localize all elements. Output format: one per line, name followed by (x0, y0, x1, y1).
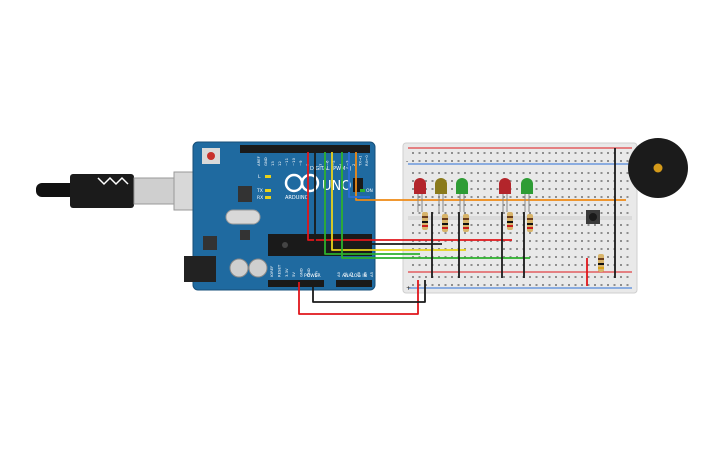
tx-label: TX (256, 188, 263, 194)
pin-label: ~3 (344, 160, 349, 166)
resistor (598, 254, 604, 272)
wires[interactable] (298, 148, 626, 315)
rail-plus-bottom: + (406, 285, 411, 292)
digital-label: DIGITAL (PWM~) (310, 166, 352, 172)
pin-label: 7 (318, 163, 323, 166)
led-4[interactable] (499, 178, 511, 212)
pin-label: GND (306, 268, 311, 277)
pin-label: A1 (343, 271, 348, 277)
resistor (422, 212, 428, 230)
wire-green-1 (324, 152, 420, 255)
pin-label: 2 (351, 163, 356, 166)
pin-label: IOREF (269, 266, 274, 277)
pin-label: A4 (362, 271, 367, 277)
board-brand: ARDUINO (285, 195, 309, 201)
arduino-uno-board[interactable]: UNO ARDUINO DIGITAL (PWM~) POWER ANALOG … (184, 141, 376, 291)
wire-green-2 (341, 152, 530, 259)
pin-label: ~10 (291, 157, 296, 166)
rx-label: RX (257, 195, 263, 201)
pin-label: 13 (270, 161, 275, 166)
resistor (463, 214, 469, 232)
arduino-logo (284, 173, 320, 193)
usb-cable[interactable] (36, 171, 221, 211)
digital-header (240, 145, 370, 153)
pin-label: ~9 (298, 160, 303, 166)
board-model: UNO (322, 179, 351, 194)
wire-red-signal (307, 152, 512, 241)
pin-label: TX→1 (358, 155, 363, 167)
led-group[interactable] (414, 178, 533, 212)
pin-label: 4 (338, 163, 343, 166)
power-jack[interactable] (184, 256, 216, 282)
pin-label: GND (299, 268, 304, 277)
pin-label: A3 (356, 271, 361, 277)
pin-label: ~11 (284, 157, 289, 166)
pin-label: RESET (276, 264, 281, 277)
pin-label: ~5 (331, 160, 336, 166)
pin-label: 12 (277, 161, 282, 166)
led-3[interactable] (456, 178, 468, 212)
wire-orange (355, 152, 626, 201)
pin-label: A0 (336, 271, 341, 277)
pin-label: GND (263, 157, 268, 166)
pin-label: A5 (369, 271, 374, 277)
resistor (442, 214, 448, 232)
wire-red-5v (298, 280, 419, 315)
rail-minus-top: - (406, 158, 408, 165)
wire-blue (348, 152, 370, 198)
led-1[interactable] (414, 178, 426, 212)
resistor (507, 212, 513, 230)
pin-label: ~6 (325, 160, 330, 166)
led-2[interactable] (435, 178, 447, 212)
pin-label: Vin (313, 270, 318, 277)
wire-yellow (331, 152, 466, 251)
power-label: POWER (304, 273, 321, 279)
analog-header (336, 280, 372, 287)
on-label: ON (366, 188, 373, 194)
push-button[interactable] (586, 210, 600, 224)
wire-black-gnd (312, 280, 426, 303)
resistor-group[interactable] (422, 212, 604, 272)
piezo-buzzer[interactable] (628, 138, 688, 198)
pin-label: A2 (349, 271, 354, 277)
pin-label: AREF (256, 156, 261, 166)
pin-label: RX←0 (364, 155, 369, 166)
l-label: L (258, 174, 261, 180)
analog-label: ANALOG IN (342, 273, 367, 279)
wire-black-signal (314, 152, 442, 245)
pin-label: 3.3V (284, 268, 289, 277)
power-header (268, 280, 324, 287)
resistor (527, 214, 533, 232)
led-5[interactable] (521, 178, 533, 212)
pin-label: 5V (291, 272, 296, 277)
